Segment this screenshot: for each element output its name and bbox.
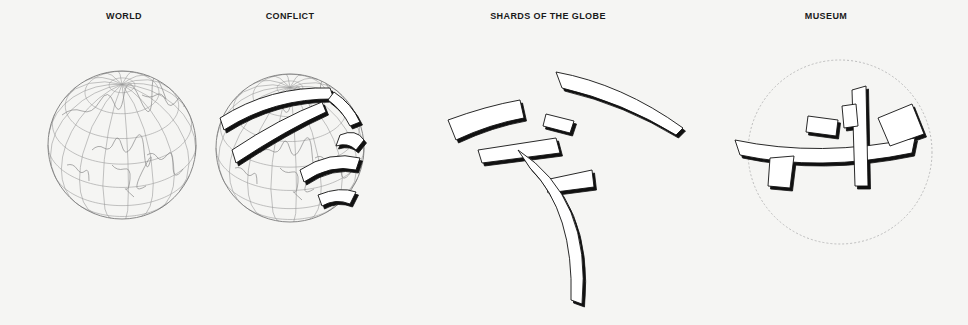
- globe-outline: [48, 71, 196, 219]
- shard: [336, 132, 364, 150]
- coastline: [67, 165, 89, 182]
- figure-caption: MUSEUM: [805, 12, 847, 22]
- shard: [768, 156, 794, 188]
- coastline: [92, 135, 151, 189]
- coastline: [280, 168, 302, 200]
- shard: [518, 150, 583, 304]
- shard: [878, 104, 924, 146]
- shard: [318, 190, 356, 206]
- shard: [852, 86, 868, 186]
- figure-caption: SHARDS OF THE GLOBE: [490, 12, 606, 22]
- coastline: [235, 168, 257, 185]
- figure-caption: WORLD: [106, 12, 142, 22]
- shard: [448, 100, 524, 140]
- coastline: [142, 94, 184, 107]
- shard: [806, 116, 838, 136]
- shard: [556, 72, 683, 135]
- world-globe: [48, 71, 196, 219]
- coastline: [112, 165, 134, 197]
- coastline: [147, 153, 183, 176]
- shard: [842, 104, 858, 128]
- shard: [543, 114, 574, 133]
- figure-caption: CONFLICT: [266, 12, 315, 22]
- shard: [328, 92, 360, 126]
- shard: [300, 156, 360, 182]
- shards: [220, 72, 927, 307]
- coastline: [62, 77, 166, 115]
- shard: [232, 102, 326, 163]
- graticule: [48, 71, 196, 219]
